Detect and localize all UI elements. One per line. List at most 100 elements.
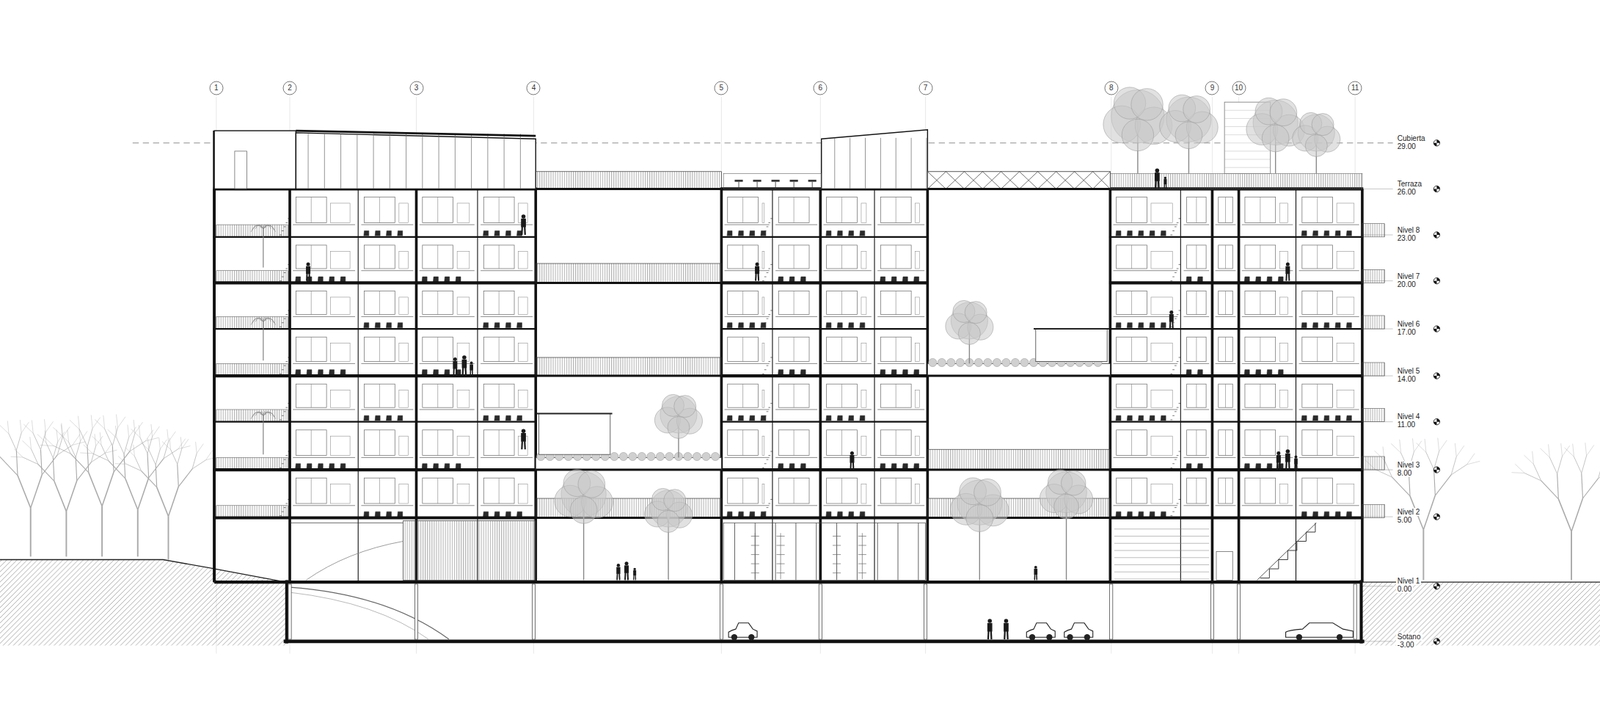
window (880, 383, 912, 408)
chair (1244, 463, 1250, 469)
chair (1255, 463, 1262, 469)
grid-bubble-circle (283, 81, 297, 95)
chair (340, 369, 346, 375)
window-mullion (895, 336, 897, 361)
car-wheel (1336, 633, 1343, 640)
chair (738, 511, 744, 517)
person-silhouette (754, 262, 760, 281)
person-body (616, 567, 620, 574)
cabinet (1151, 297, 1173, 315)
level-marker-fill (1433, 143, 1437, 146)
window (778, 291, 810, 315)
window (727, 197, 759, 224)
counter (1241, 457, 1294, 458)
level-marker (1433, 513, 1440, 520)
person-body (469, 363, 474, 370)
shrub (710, 451, 719, 460)
shrub (665, 451, 674, 460)
cabinet (518, 343, 529, 362)
tree (945, 300, 994, 364)
window-mullion (1225, 429, 1226, 456)
level-marker (1433, 277, 1440, 284)
branch (138, 424, 141, 438)
branch (88, 472, 102, 507)
palm-tree (250, 316, 276, 361)
window (1244, 197, 1276, 224)
person-body (305, 266, 311, 275)
cabinet (915, 297, 920, 315)
window (483, 197, 515, 224)
stair-step (1174, 272, 1177, 273)
counter (360, 408, 414, 410)
window-mullion (311, 336, 312, 361)
storefront (723, 522, 926, 580)
chair (727, 415, 733, 421)
window-mullion (1316, 197, 1318, 224)
person-silhouette (849, 451, 854, 470)
level-marker-fill (1433, 280, 1437, 284)
window-mullion (1259, 383, 1261, 408)
branch (177, 448, 182, 464)
branch (131, 428, 141, 438)
chair (880, 276, 886, 282)
cabinet (812, 297, 814, 315)
chair (385, 230, 392, 236)
chair (517, 511, 523, 517)
chair (444, 369, 450, 375)
stair-step (279, 234, 282, 236)
tower-louver (1224, 167, 1271, 168)
stair-step (1269, 568, 1279, 570)
glass-mullion (308, 133, 309, 189)
garden-pavilion (538, 413, 610, 455)
terrace-railing (216, 505, 288, 518)
lobby-panel (1114, 542, 1209, 544)
level-marker (1433, 466, 1440, 473)
window (778, 477, 810, 504)
walkway-slab (535, 374, 722, 378)
facade-wall (720, 188, 724, 582)
chair (1301, 415, 1307, 421)
counter (292, 408, 356, 410)
chair (374, 230, 381, 236)
stair-step (1170, 514, 1173, 516)
window (826, 336, 858, 361)
window (295, 336, 327, 361)
grid-bubble: 5 (713, 80, 729, 96)
level-marker-fill (1433, 586, 1437, 590)
branch (7, 420, 9, 434)
window-mullion (1195, 383, 1197, 408)
window (422, 197, 454, 224)
window (1218, 197, 1233, 224)
chair (749, 230, 755, 236)
cabinet (399, 343, 409, 362)
chair (1138, 511, 1144, 517)
person-leg (523, 440, 526, 449)
counter (360, 457, 414, 458)
level-marker (1433, 372, 1440, 379)
stair-step (764, 462, 767, 464)
basement-wall (1359, 579, 1363, 643)
level-marker-ring (1433, 583, 1440, 590)
chair (363, 322, 370, 328)
chair (505, 415, 511, 421)
counter (360, 363, 414, 364)
branch (180, 436, 182, 449)
branch (101, 506, 103, 557)
truss-member (1019, 171, 1039, 190)
branch (53, 445, 71, 454)
window (778, 245, 810, 269)
walkway-railing (927, 448, 1110, 470)
chair (859, 511, 865, 517)
counter (360, 316, 414, 317)
branch (101, 444, 109, 461)
branch (129, 426, 137, 438)
cabinet (812, 435, 814, 455)
stair-step (1172, 369, 1175, 370)
window (295, 477, 327, 504)
level-elevation: 0.00 (1396, 584, 1413, 593)
window (1302, 245, 1333, 269)
window-mullion (498, 429, 500, 456)
cabinet (762, 343, 765, 362)
table-leg (775, 181, 777, 190)
walkway-slab (535, 281, 722, 284)
